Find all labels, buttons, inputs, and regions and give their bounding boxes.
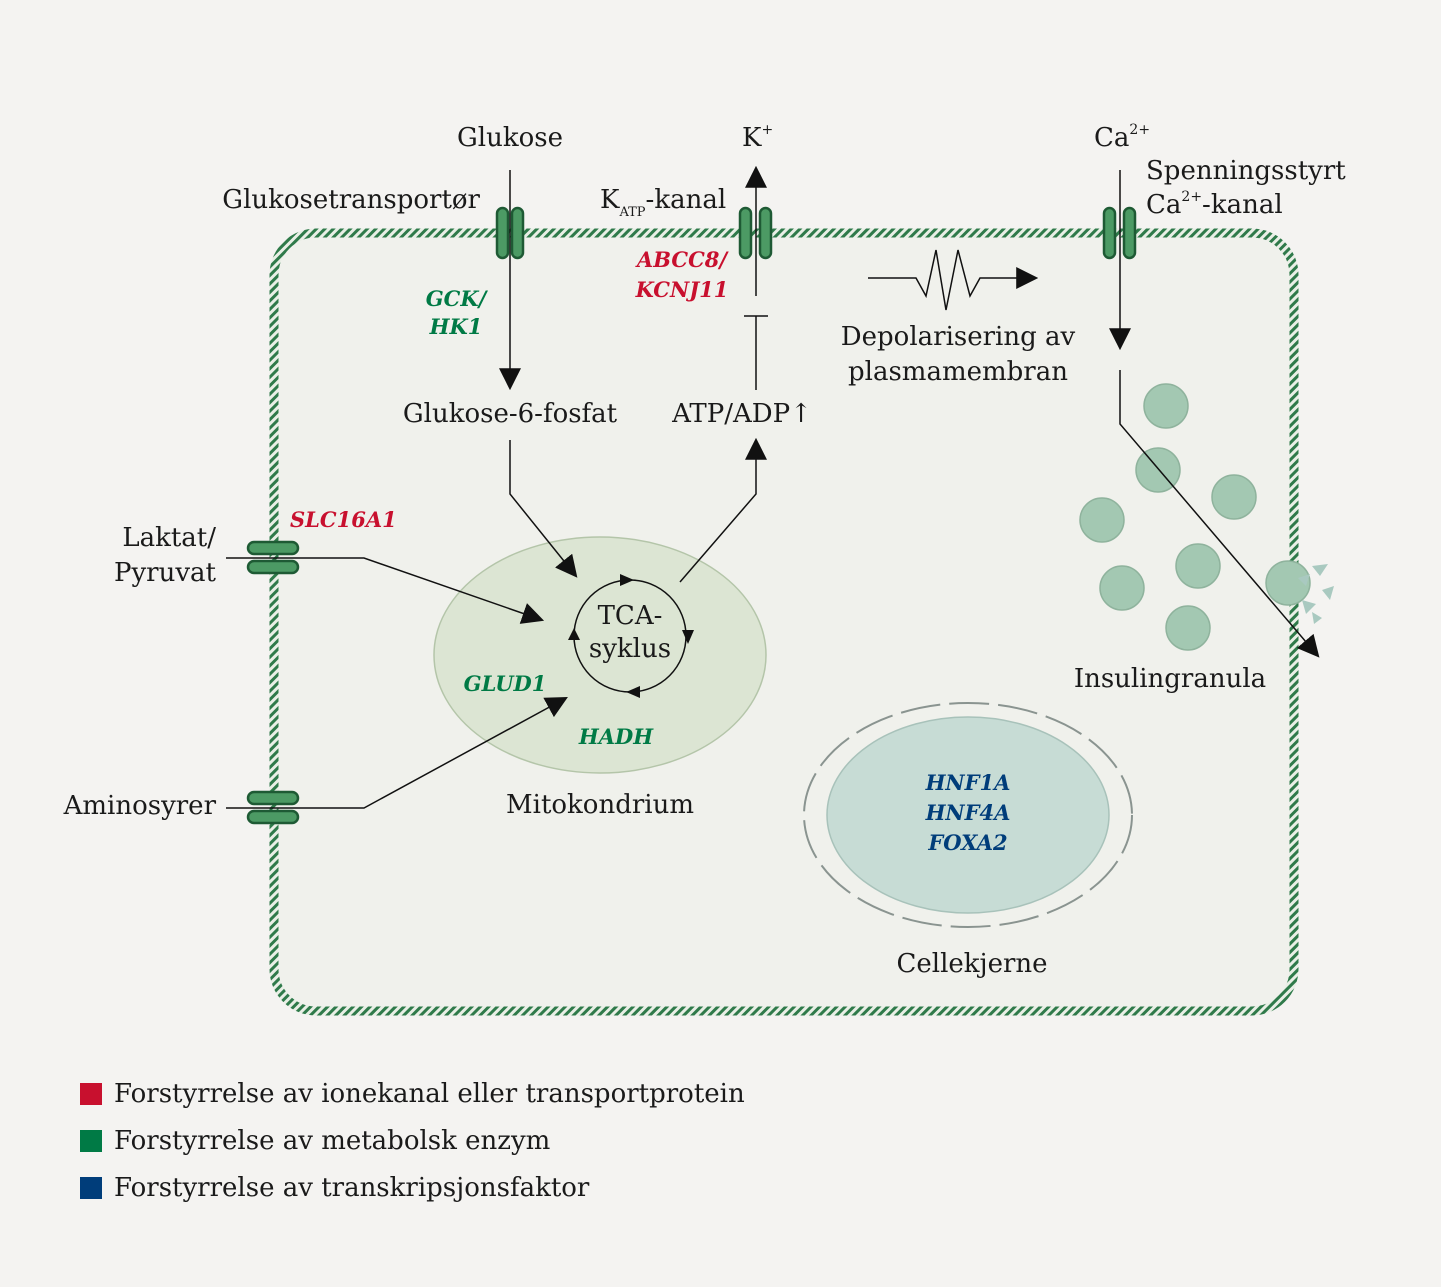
gene-slc16a1: SLC16A1	[290, 507, 397, 532]
tca-cycle-arrowhead	[626, 686, 640, 698]
gene-hadh: HADH	[578, 724, 654, 749]
legend-label: Forstyrrelse av metabolsk enzym	[114, 1125, 551, 1156]
exocytosis-fragments-icon	[1298, 564, 1334, 624]
gene-hnf1a: HNF1A	[925, 770, 1011, 795]
calcium-channel-label-line2: Ca2+-kanal	[1146, 189, 1283, 220]
nucleus-label: Cellekjerne	[896, 949, 1047, 979]
monocarboxylate-transporter-channel	[246, 540, 300, 575]
legend-swatch-red	[80, 1082, 102, 1105]
amino-to-tca-arrow	[226, 696, 568, 809]
lactate-label-line1: Laktat/	[122, 523, 216, 553]
mitochondrion-label: Mitokondrium	[506, 790, 694, 820]
lactate-label-line2: Pyruvat	[114, 558, 217, 588]
cell-membrane	[269, 228, 1299, 1016]
legend-swatch-blue	[80, 1176, 102, 1199]
depolarization-label-line1: Depolarisering av	[841, 322, 1076, 352]
amino-acid-transporter-channel	[246, 790, 300, 825]
glucose-label: Glukose	[457, 123, 563, 153]
lactate-to-tca-arrow	[226, 557, 545, 624]
glucose-transporter-channel	[495, 206, 525, 260]
depolarization-label-line2: plasmamembran	[848, 357, 1068, 387]
legend-item-metabolic-enzyme: Forstyrrelse av metabolsk enzym	[80, 1117, 745, 1164]
tca-cycle-arrowhead	[568, 628, 580, 640]
nucleus	[826, 716, 1110, 914]
glucose-6-phosphate-label: Glukose-6-fosfat	[403, 399, 618, 429]
legend-label: Forstyrrelse av transkripsjonsfaktor	[114, 1172, 590, 1203]
g6p-to-tca-arrow	[509, 440, 578, 578]
legend-item-transcription-factor: Forstyrrelse av transkripsjonsfaktor	[80, 1164, 745, 1211]
calcium-channel	[1102, 206, 1137, 260]
tca-to-atp-arrow	[679, 437, 767, 583]
katp-channel	[738, 206, 773, 260]
diagram: Glukose Glukosetransportør K+ KATP-kanal…	[63, 122, 1346, 1016]
legend: Forstyrrelse av ionekanal eller transpor…	[80, 1070, 745, 1211]
gene-abcc8: ABCC8/	[635, 247, 729, 272]
tca-cycle-label-line2: syklus	[589, 634, 671, 664]
legend-label: Forstyrrelse av ionekanal eller transpor…	[114, 1078, 745, 1109]
depolarization-zigzag-arrow	[868, 249, 1039, 311]
gene-glud1: GLUD1	[464, 671, 547, 696]
tca-cycle-arrowhead	[682, 630, 694, 644]
atp-adp-label: ATP/ADP↑	[671, 399, 812, 429]
gene-gck: GCK/	[426, 286, 489, 311]
gene-hk1: HK1	[429, 314, 483, 339]
mitochondrion	[433, 536, 767, 774]
potassium-label: K+	[742, 122, 773, 153]
calcium-label: Ca2+	[1094, 122, 1150, 153]
glucose-transporter-label: Glukosetransportør	[222, 185, 480, 215]
legend-item-ion-channel: Forstyrrelse av ionekanal eller transpor…	[80, 1070, 745, 1117]
gene-foxa2: FOXA2	[927, 830, 1007, 855]
legend-swatch-green	[80, 1129, 102, 1152]
nucleus-envelope	[803, 702, 1133, 928]
tca-cycle-arrowhead	[620, 574, 634, 586]
gene-kcnj11: KCNJ11	[635, 277, 729, 302]
katp-channel-label: KATP-kanal	[600, 185, 726, 220]
tca-cycle-label-line1: TCA-	[598, 601, 663, 631]
insulin-granules-label: Insulingranula	[1074, 664, 1266, 694]
insulin-granules	[1079, 383, 1311, 651]
calcium-channel-label-line1: Spenningsstyrt	[1146, 156, 1346, 186]
granule-release-arrow	[1119, 370, 1320, 658]
amino-acids-label: Aminosyrer	[63, 791, 217, 821]
gene-hnf4a: HNF4A	[925, 800, 1011, 825]
